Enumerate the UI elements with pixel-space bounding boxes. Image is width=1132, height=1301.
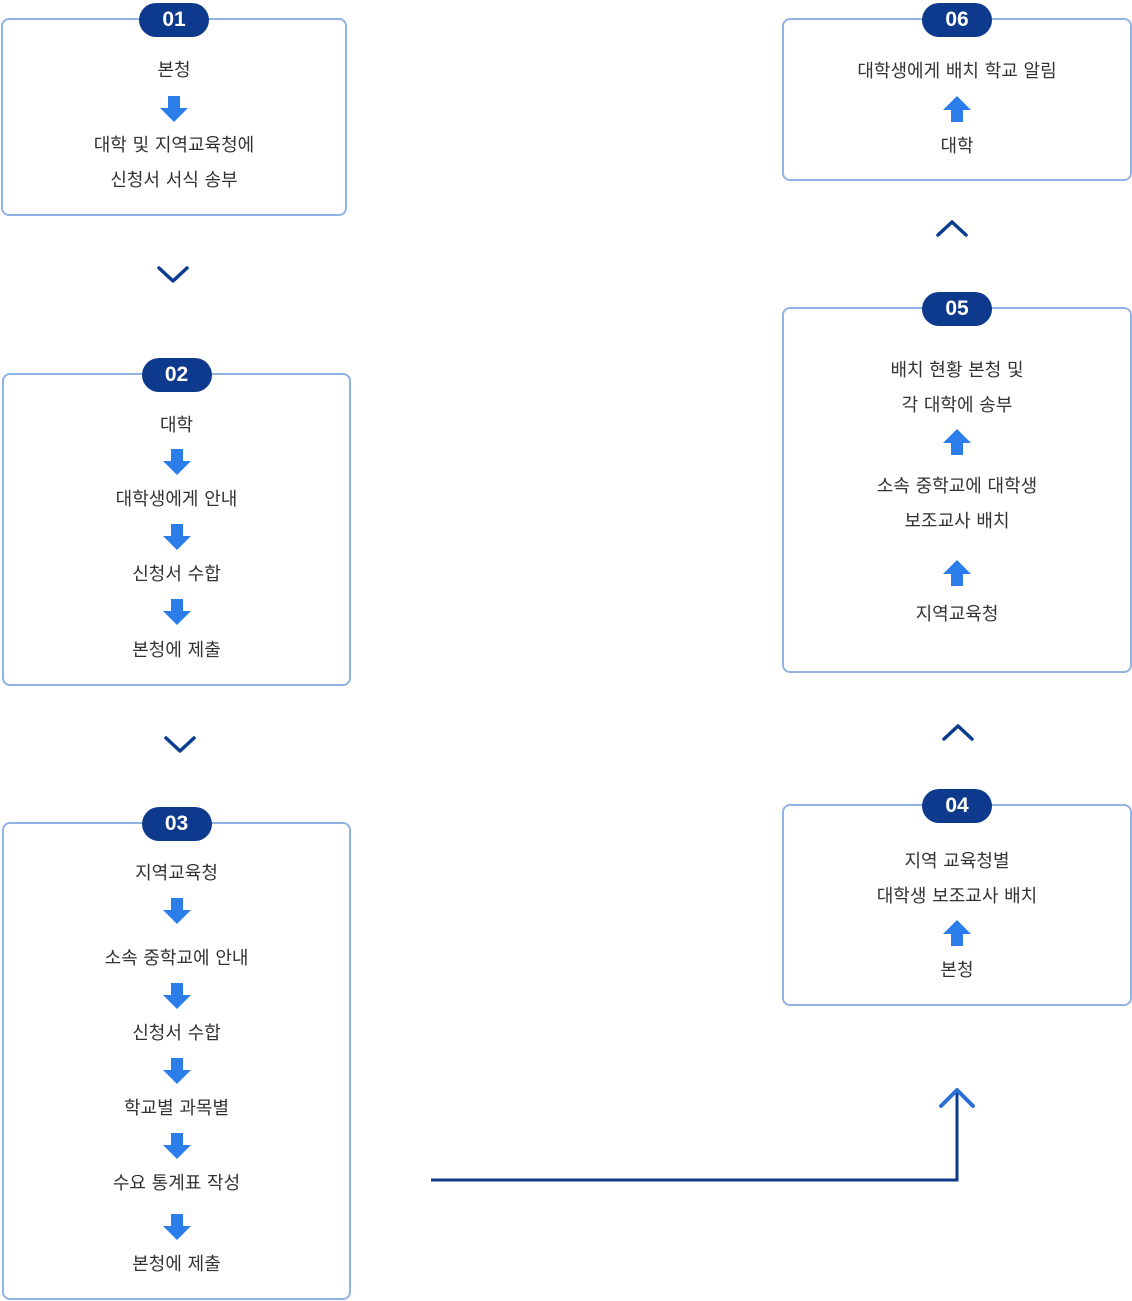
step-03-line-3: 신청서 수합: [132, 1023, 221, 1044]
chevron-up-icon: [936, 220, 968, 237]
chevron-down-icon: [164, 736, 196, 753]
step-01-line-2: 대학 및 지역교육청에: [93, 135, 255, 156]
step-05-line-4: 보조교사 배치: [904, 511, 1010, 532]
step-01-line-3: 신청서 서식 송부: [110, 170, 238, 191]
step-05-line-5: 지역교육청: [915, 604, 999, 625]
step-05-box: 05 배치 현황 본청 및 각 대학에 송부 소속 중학교에 대학생 보조교사 …: [782, 292, 1132, 673]
step-04-line-2: 대학생 보조교사 배치: [876, 886, 1038, 907]
arrow-down-icon: [162, 1133, 191, 1159]
step-02-line-1: 대학: [159, 415, 194, 436]
arrow-down-icon: [162, 1214, 191, 1240]
step-06-line-1: 대학생에게 배치 학교 알림: [857, 61, 1057, 82]
step-06-badge: 06: [922, 3, 992, 37]
arrow-up-icon: [943, 429, 971, 455]
arrow-down-icon: [162, 449, 191, 475]
arrow-down-icon: [162, 599, 191, 625]
chevron-down-icon: [157, 266, 189, 283]
step-02-badge: 02: [141, 358, 212, 392]
step-01-badge: 01: [139, 3, 209, 37]
step-02-box: 02 대학 대학생에게 안내 신청서 수합 본청에 제출: [2, 358, 351, 686]
step-03-line-2: 소속 중학교에 안내: [104, 948, 249, 969]
step-05-badge: 05: [922, 292, 992, 326]
arrow-up-icon: [943, 560, 971, 586]
step-04-box: 04 지역 교육청별 대학생 보조교사 배치 본청: [782, 789, 1132, 1006]
step-03-line-4: 학교별 과목별: [123, 1098, 230, 1119]
step-05-line-2: 각 대학에 송부: [901, 395, 1013, 416]
step-02-line-3: 신청서 수합: [132, 564, 221, 585]
step-05-line-1: 배치 현황 본청 및: [890, 360, 1024, 381]
step-03-line-5: 수요 통계표 작성: [112, 1173, 241, 1194]
step-02-line-4: 본청에 제출: [132, 640, 221, 661]
step-03-box: 03 지역교육청 소속 중학교에 안내 신청서 수합 학교별 과목별 수요 통계…: [2, 807, 351, 1300]
step-06-line-2: 대학: [940, 136, 974, 157]
step-04-line-3: 본청: [940, 960, 974, 981]
step-04-badge: 04: [922, 789, 992, 823]
arrow-down-icon: [162, 983, 191, 1009]
arrow-up-icon: [943, 96, 971, 122]
arrow-up-icon: [943, 920, 971, 946]
step-03-line-1: 지역교육청: [135, 863, 218, 884]
arrow-down-icon: [162, 898, 191, 924]
arrow-down-icon: [160, 96, 188, 122]
step-01-box: 01 본청 대학 및 지역교육청에 신청서 서식 송부: [1, 3, 347, 216]
step-05-line-3: 소속 중학교에 대학생: [876, 476, 1038, 497]
step-03-line-6: 본청에 제출: [132, 1254, 221, 1275]
chevron-up-icon: [942, 724, 974, 741]
step-06-box: 06 대학생에게 배치 학교 알림 대학: [782, 3, 1132, 181]
step-01-line-1: 본청: [157, 60, 191, 81]
step-02-line-2: 대학생에게 안내: [115, 489, 238, 510]
step-04-line-1: 지역 교육청별: [904, 851, 1010, 872]
arrow-down-icon: [162, 1058, 191, 1084]
step-03-badge: 03: [141, 807, 212, 841]
arrow-down-icon: [162, 524, 191, 550]
